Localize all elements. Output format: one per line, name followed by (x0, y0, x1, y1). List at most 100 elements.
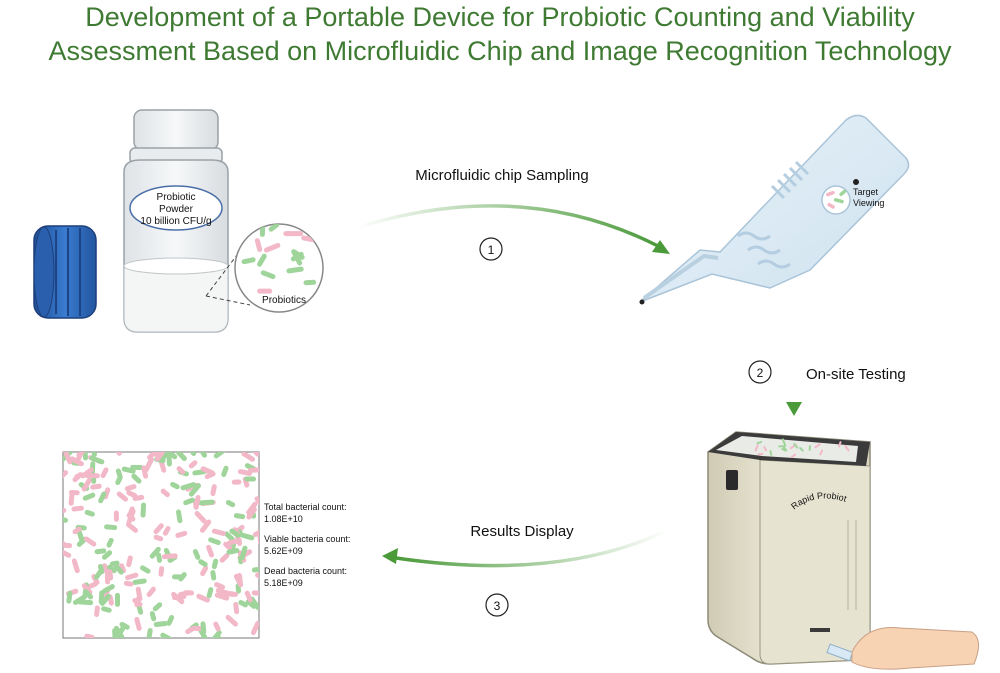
bacterium (141, 465, 149, 479)
bacterium (101, 550, 113, 560)
bacterium (268, 224, 280, 232)
bacterium (183, 497, 195, 506)
dead-count-label: Dead bacteria count: (264, 566, 347, 576)
step-2-label: On-site Testing (806, 366, 906, 383)
bacterium (188, 460, 198, 469)
total-count-value: 1.08E+10 (264, 514, 303, 524)
bacterium (153, 534, 164, 542)
bacterium (223, 541, 233, 551)
bacterium (250, 620, 259, 636)
bacterium (154, 452, 161, 458)
bottle-label-line-1: Probiotic (157, 192, 196, 203)
bacterium (132, 494, 145, 501)
bacterium (166, 453, 172, 467)
page-title-line-2: Assessment Based on Microfluidic Chip an… (48, 36, 952, 66)
bacterium (147, 452, 160, 460)
bacterium (134, 616, 142, 631)
bacterium (781, 447, 787, 452)
bacterium (200, 565, 209, 577)
bacterium (63, 537, 67, 547)
bacterium (245, 599, 257, 609)
bacterium (84, 509, 95, 517)
bacterium (156, 552, 163, 563)
bacterium (808, 445, 811, 451)
bacterium (63, 507, 67, 514)
bacterium (814, 443, 821, 449)
bacterium (175, 452, 187, 461)
bacterium (153, 621, 168, 627)
bacterium (84, 473, 100, 479)
bacterium (239, 545, 248, 561)
bacterium (160, 632, 172, 638)
bacterium (286, 266, 304, 274)
bacterium (206, 544, 215, 558)
bacterium (303, 279, 317, 286)
bacterium (176, 466, 186, 475)
bacterium (241, 452, 256, 462)
bacterium (131, 473, 142, 484)
bacterium (247, 467, 259, 473)
bacterium (81, 583, 93, 595)
bacterium (177, 590, 192, 598)
total-count-label: Total bacterial count: (264, 502, 347, 512)
bacterium (119, 621, 130, 630)
arrow-step-2 (786, 324, 802, 416)
bacterium (229, 528, 241, 538)
bacterium (198, 559, 208, 567)
bacterium (71, 505, 84, 512)
page-title-line-1: Development of a Portable Device for Pro… (85, 2, 915, 32)
bacterium (214, 582, 226, 590)
bacterium (200, 466, 215, 476)
bottle-label-line-2: Powder (159, 204, 194, 215)
bacterium (178, 572, 187, 582)
bacterium (82, 492, 96, 501)
bacterium (63, 470, 69, 480)
bacterium (83, 589, 94, 600)
bacterium (782, 445, 788, 452)
bacterium (192, 549, 201, 560)
bacterium (113, 510, 119, 522)
bacterium (763, 446, 768, 452)
bacterium (221, 465, 229, 477)
bacterium (769, 450, 773, 456)
bacterium (838, 441, 842, 448)
bacterium (107, 564, 117, 574)
bacterium (260, 270, 276, 280)
step-1-number: 1 (488, 243, 495, 257)
bacterium (72, 526, 82, 535)
dead-count-value: 5.18E+09 (264, 578, 303, 588)
bacterium (83, 536, 97, 547)
arrow-step-3 (382, 528, 669, 568)
bacterium (225, 500, 236, 508)
step-3-badge (485, 593, 509, 617)
bacterium (106, 537, 114, 548)
bacterium (94, 548, 107, 555)
bacterium (219, 552, 230, 563)
bottle-label-line-3: 10 billion CFU/g (140, 216, 211, 227)
bacterium (231, 479, 242, 485)
viable-count-label: Viable bacteria count: (264, 534, 350, 544)
bacterium (180, 482, 197, 491)
bacterium (94, 605, 100, 617)
bacterium (149, 546, 161, 559)
bacterium (132, 598, 143, 607)
bacterium (199, 519, 212, 533)
bacterium (215, 587, 226, 595)
bacterium (162, 525, 171, 536)
hand-with-chip (826, 627, 979, 670)
bacterium (791, 453, 796, 458)
bacterium (214, 592, 230, 601)
bacterium (119, 563, 127, 574)
bacterium (224, 531, 235, 542)
bacterium (132, 578, 147, 585)
bacterium (166, 452, 178, 460)
bacterium (166, 614, 175, 626)
bacterium (140, 502, 147, 518)
bacterium (254, 238, 263, 252)
bacterium (819, 449, 824, 456)
bacterium (239, 532, 255, 541)
bacterium (781, 438, 787, 447)
bacterium (211, 630, 222, 638)
bacterium (63, 515, 69, 523)
